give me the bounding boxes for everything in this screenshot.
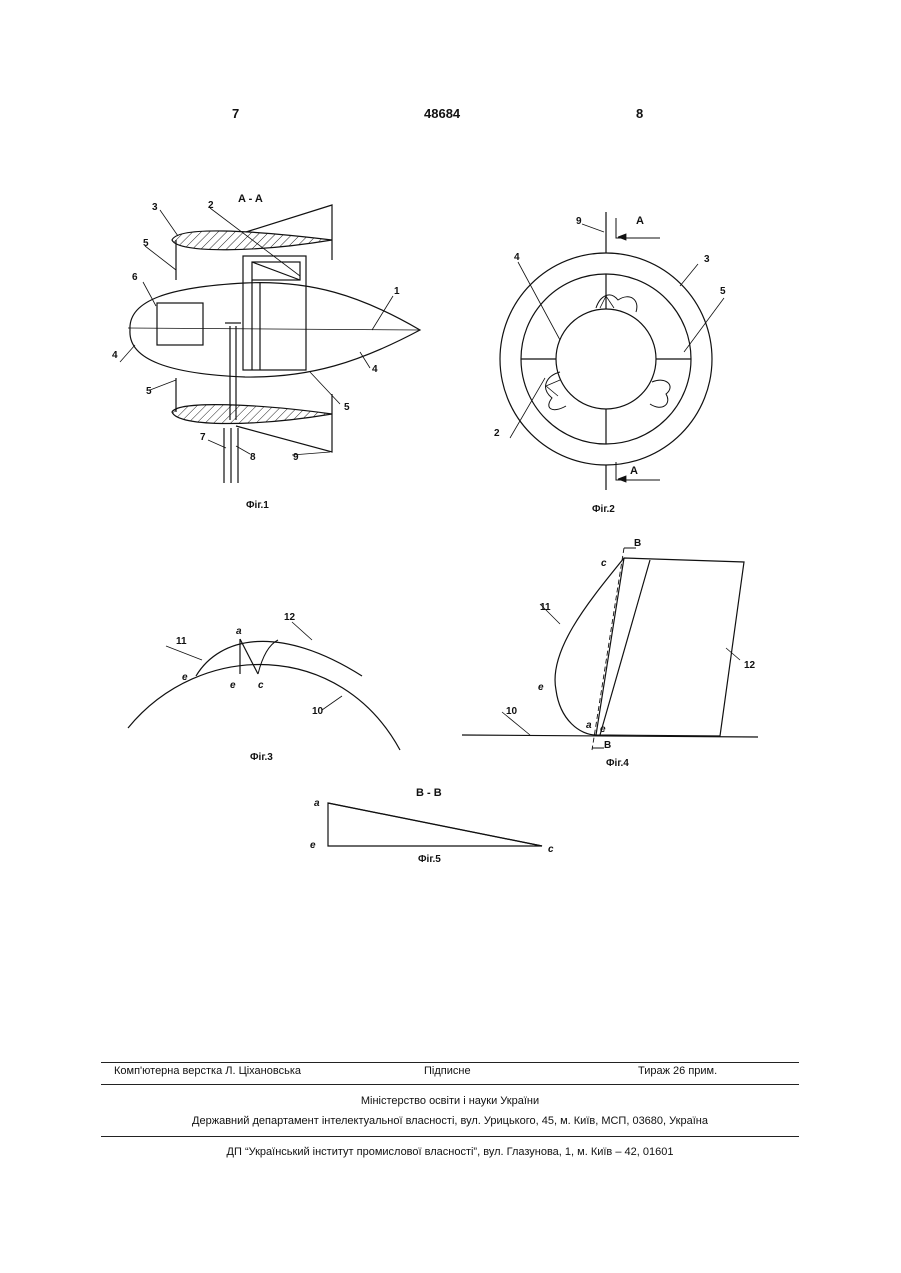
fig1-label-8: 8 <box>250 452 256 463</box>
fig1-label-3: 3 <box>152 202 158 213</box>
fig4-labels: B c 11 12 e 10 a e B Фіг.4 <box>506 538 756 769</box>
footer-institute: ДП “Український інститут промислової вла… <box>101 1146 799 1158</box>
footer-rule-mid <box>101 1084 799 1085</box>
fig2-label-4: 4 <box>514 252 520 263</box>
fig1-label-5b: 5 <box>146 386 152 397</box>
footer-rule-top <box>101 1062 799 1063</box>
fig2-section-mark-top: A <box>636 215 644 227</box>
fig4-section-mark-bottom: B <box>604 740 611 751</box>
fig3-point-e-left: e <box>182 672 188 683</box>
fig2-label-2: 2 <box>494 428 500 439</box>
fig1-label-5: 5 <box>143 238 149 249</box>
fig3-point-a: a <box>236 626 242 637</box>
fig4-point-e: e <box>538 682 544 693</box>
fig1-label-6: 6 <box>132 272 138 283</box>
fig4-point-e2: e <box>600 724 606 735</box>
fig5-point-e: e <box>310 840 316 851</box>
fig5-point-c: c <box>548 844 554 855</box>
fig1-label-7: 7 <box>200 432 206 443</box>
fig2-caption: Фіг.2 <box>592 504 615 515</box>
figure-2 <box>500 212 724 490</box>
fig4-point-c: c <box>601 558 607 569</box>
fig2-hub <box>556 309 656 409</box>
fig1-label-1: 1 <box>394 286 400 297</box>
footer-rule-bottom <box>101 1136 799 1137</box>
footer-circulation: Тираж 26 прим. <box>638 1065 717 1077</box>
fig4-label-12: 12 <box>744 660 756 671</box>
fig4-section-mark-top: B <box>634 538 641 549</box>
figure-4 <box>462 548 758 750</box>
fig3-caption: Фіг.3 <box>250 752 273 763</box>
fig5-point-a: a <box>314 798 320 809</box>
fig1-label-5c: 5 <box>344 402 350 413</box>
fig1-upper-shroud <box>172 231 332 250</box>
fig1-label-4b: 4 <box>372 364 378 375</box>
fig3-surface-10 <box>128 665 400 750</box>
fig3-profile-12 <box>196 641 362 676</box>
fig5-labels: B - B a e c Фіг.5 <box>310 787 554 865</box>
footer-ministry: Міністерство освіти і науки України <box>101 1095 799 1107</box>
fig4-blade-12 <box>596 558 744 736</box>
fig5-caption: Фіг.5 <box>418 854 441 865</box>
footer-typesetting: Комп'ютерна верстка Л. Ціхановська <box>114 1065 301 1077</box>
fig1-label-2: 2 <box>208 200 214 211</box>
fig4-point-a: a <box>586 720 592 731</box>
fig2-section-mark-bottom: A <box>630 465 638 477</box>
fig3-label-12: 12 <box>284 612 296 623</box>
fig4-caption: Фіг.4 <box>606 758 629 769</box>
fig4-label-11: 11 <box>540 602 551 613</box>
fig1-label-9: 9 <box>293 452 299 463</box>
fig3-point-c: c <box>258 680 264 691</box>
fig2-label-5: 5 <box>720 286 726 297</box>
footer-department: Державний департамент інтелектуальної вл… <box>101 1115 799 1127</box>
fig4-profile-11 <box>555 558 624 735</box>
figure-1 <box>120 205 420 483</box>
fig4-label-10: 10 <box>506 706 518 717</box>
fig2-label-9: 9 <box>576 216 582 227</box>
fig2-label-3: 3 <box>704 254 710 265</box>
fig5-section-label: B - B <box>416 787 442 799</box>
fig1-section-label: A - A <box>238 193 263 205</box>
footer-signed: Підписне <box>424 1065 471 1077</box>
fig1-generator-box <box>157 303 203 345</box>
fig3-labels: 11 a 12 e e c 10 Фіг.3 <box>176 612 324 763</box>
figure-3 <box>128 622 400 750</box>
fig3-label-11: 11 <box>176 636 187 647</box>
fig1-label-4: 4 <box>112 350 118 361</box>
fig1-caption: Фіг.1 <box>246 500 269 511</box>
fig3-label-10: 10 <box>312 706 324 717</box>
fig3-point-e: e <box>230 680 236 691</box>
figure-5 <box>328 803 542 846</box>
fig1-lower-shroud <box>172 405 332 424</box>
